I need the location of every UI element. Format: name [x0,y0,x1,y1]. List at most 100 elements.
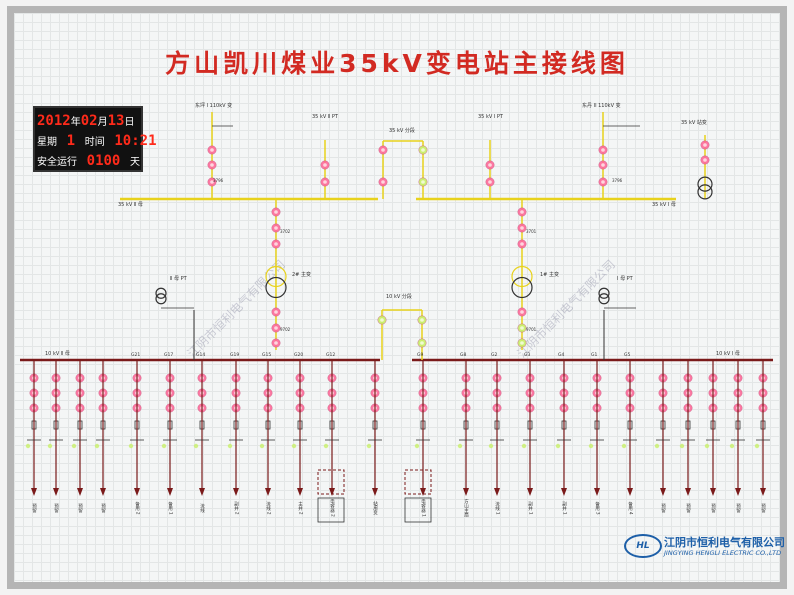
feeder-code: G20 [294,352,303,358]
feeder-status-lamp [414,443,420,449]
bus35-ii-label: 35 kV Ⅱ 母 [118,202,143,208]
feeder-status-lamp [94,443,100,449]
feeder-right-7: 预留 [654,360,670,514]
feeder-status-lamp [621,443,627,449]
feeder-arrow [329,488,335,496]
led-safe-days: 0100 [86,153,121,169]
tx-lamp-9-glare [520,310,524,314]
feeder-status-lamp [521,443,527,449]
page-title: 方山凯川煤业35kV变电站主接线图 [165,49,629,78]
led-weekday-label: 星期 [37,137,57,148]
feeder-status-lamp [457,443,463,449]
feeder-arrow [233,488,239,496]
top-lamp-0-glare [210,148,214,152]
top-lamp-13-glare [601,180,605,184]
led-time-row: 星期 1 时间 10:21 [37,130,157,149]
feeder-code: G8 [460,352,466,358]
led-day: 13 [107,113,125,129]
feeder-code: G2 [491,352,497,358]
feeder-left-2: 预留 [71,360,87,514]
feeder-name: 电容器 2 [330,498,336,517]
feeder-name: 备用 2 [135,500,141,514]
feeder-name: 副井 1 [528,500,534,514]
feeder-status-lamp [259,443,265,449]
wiring-layer [20,112,773,430]
feeder-status-lamp [193,443,199,449]
bus35-i-label: 35 kV Ⅰ 母 [652,202,676,208]
bus10-i-label: 10 kV Ⅰ 母 [716,351,740,357]
feeder-arrow [31,488,37,496]
top-lamp-2-glare [210,180,214,184]
feeder-name: 副井 2 [234,500,240,514]
logo-badge: HL [624,534,662,558]
feeder-right-9: 预留 [704,360,720,514]
feeder-right-10: 预留 [729,360,745,514]
feeder-arrow [134,488,140,496]
code-top-left: 3796 [213,178,224,183]
feeder-status-lamp [161,443,167,449]
pt35-ii-label: 35 kV Ⅱ PT [312,114,339,120]
led-month-unit: 月 [97,117,108,128]
section35-label: 35 kV 分段 [389,127,415,134]
feeder-arrow [265,488,271,496]
transformer-2-lv [265,276,287,299]
feeder-arrow [685,488,691,496]
logo-company-name: 江阴市恒利电气有限公司 [664,536,785,549]
led-safe-unit: 天 [130,157,140,168]
feeder-name: 预留 [711,502,716,513]
top-lamp-5-glare [381,148,385,152]
feeder-left-3: 预留 [94,360,110,514]
tx-lamp-5-glare [274,341,278,345]
tx-lamp-12-glare [380,318,384,322]
feeder-name: 备用 1 [168,500,174,514]
feeder-arrow [494,488,500,496]
capacitor-box-0 [317,469,345,495]
logo-company-name-en: JINGYING HENGLI ELECTRIC CO.,LTD [664,549,782,557]
led-time-label: 时间 [84,137,105,148]
feeder-code: G5 [624,352,630,358]
capacitor-box-lower-0 [317,497,345,523]
feeder-arrow [627,488,633,496]
feeder-left-0: 预留 [25,360,41,514]
led-time: 10:21 [114,133,157,149]
feeder-arrow [710,488,716,496]
capacitor-box-lower-1 [404,497,432,523]
feeder-status-lamp [679,443,685,449]
feeder-name: 备用 4 [628,500,634,514]
station-transformer-hv [697,176,713,192]
led-safe-row: 安全运行 0100 天 [37,150,140,169]
feeder-arrow [527,488,533,496]
top-lamp-9-glare [488,163,492,167]
bus10-ii-label: 10 kV Ⅱ 母 [45,351,70,357]
feeder-status-lamp [25,443,31,449]
feeder-name: 副井 1 [562,500,568,514]
feeder-arrow [420,488,426,496]
led-date-row: 2012年02月13日 [37,110,134,129]
top-lamp-7-glare [421,148,425,152]
tx-lamp-11-glare [520,341,524,345]
feeder-left-1: 预留 [47,360,63,514]
feeder-code: G9 [417,352,423,358]
pt10-ii-transformer-lv [155,293,167,305]
feeder-name: 流线 2 [266,500,272,514]
feeder-name: 预留 [78,502,83,513]
feeder-code: G3 [524,352,530,358]
transformer-2-hv [265,265,287,288]
tx-lamp-14-glare [420,341,424,345]
feeder-name: 预留 [101,502,106,513]
tx2-label: 2# 主变 [292,271,311,278]
feeder-name: 预留 [761,502,766,513]
feeder-status-lamp [588,443,594,449]
pt10-ii-transformer-hv [155,287,167,299]
feeder-arrow [561,488,567,496]
